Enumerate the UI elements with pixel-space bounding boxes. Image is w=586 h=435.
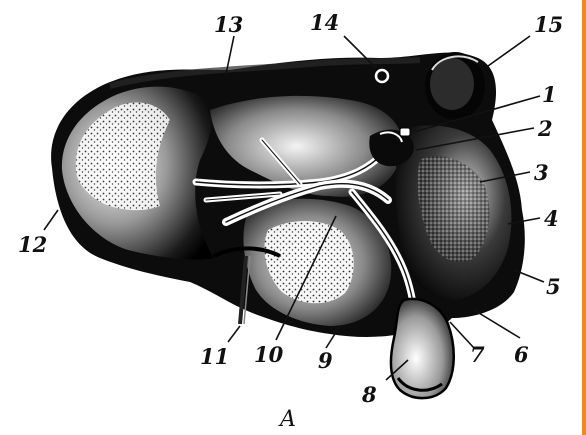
label-4: 4 xyxy=(544,206,559,231)
label-14: 14 xyxy=(310,10,339,35)
label-3: 3 xyxy=(534,160,549,185)
frame-border xyxy=(582,0,586,435)
label-12: 12 xyxy=(18,232,47,257)
label-9: 9 xyxy=(318,348,333,373)
label-13: 13 xyxy=(214,12,243,37)
label-5: 5 xyxy=(546,274,561,299)
label-2: 2 xyxy=(537,116,553,141)
figure-caption: A xyxy=(278,407,296,432)
label-10: 10 xyxy=(254,342,284,367)
label-1: 1 xyxy=(542,82,557,107)
label-11: 11 xyxy=(200,344,229,369)
label-7: 7 xyxy=(470,342,485,367)
label-8: 8 xyxy=(361,382,377,407)
label-6: 6 xyxy=(514,342,529,367)
label-15: 15 xyxy=(534,12,563,37)
